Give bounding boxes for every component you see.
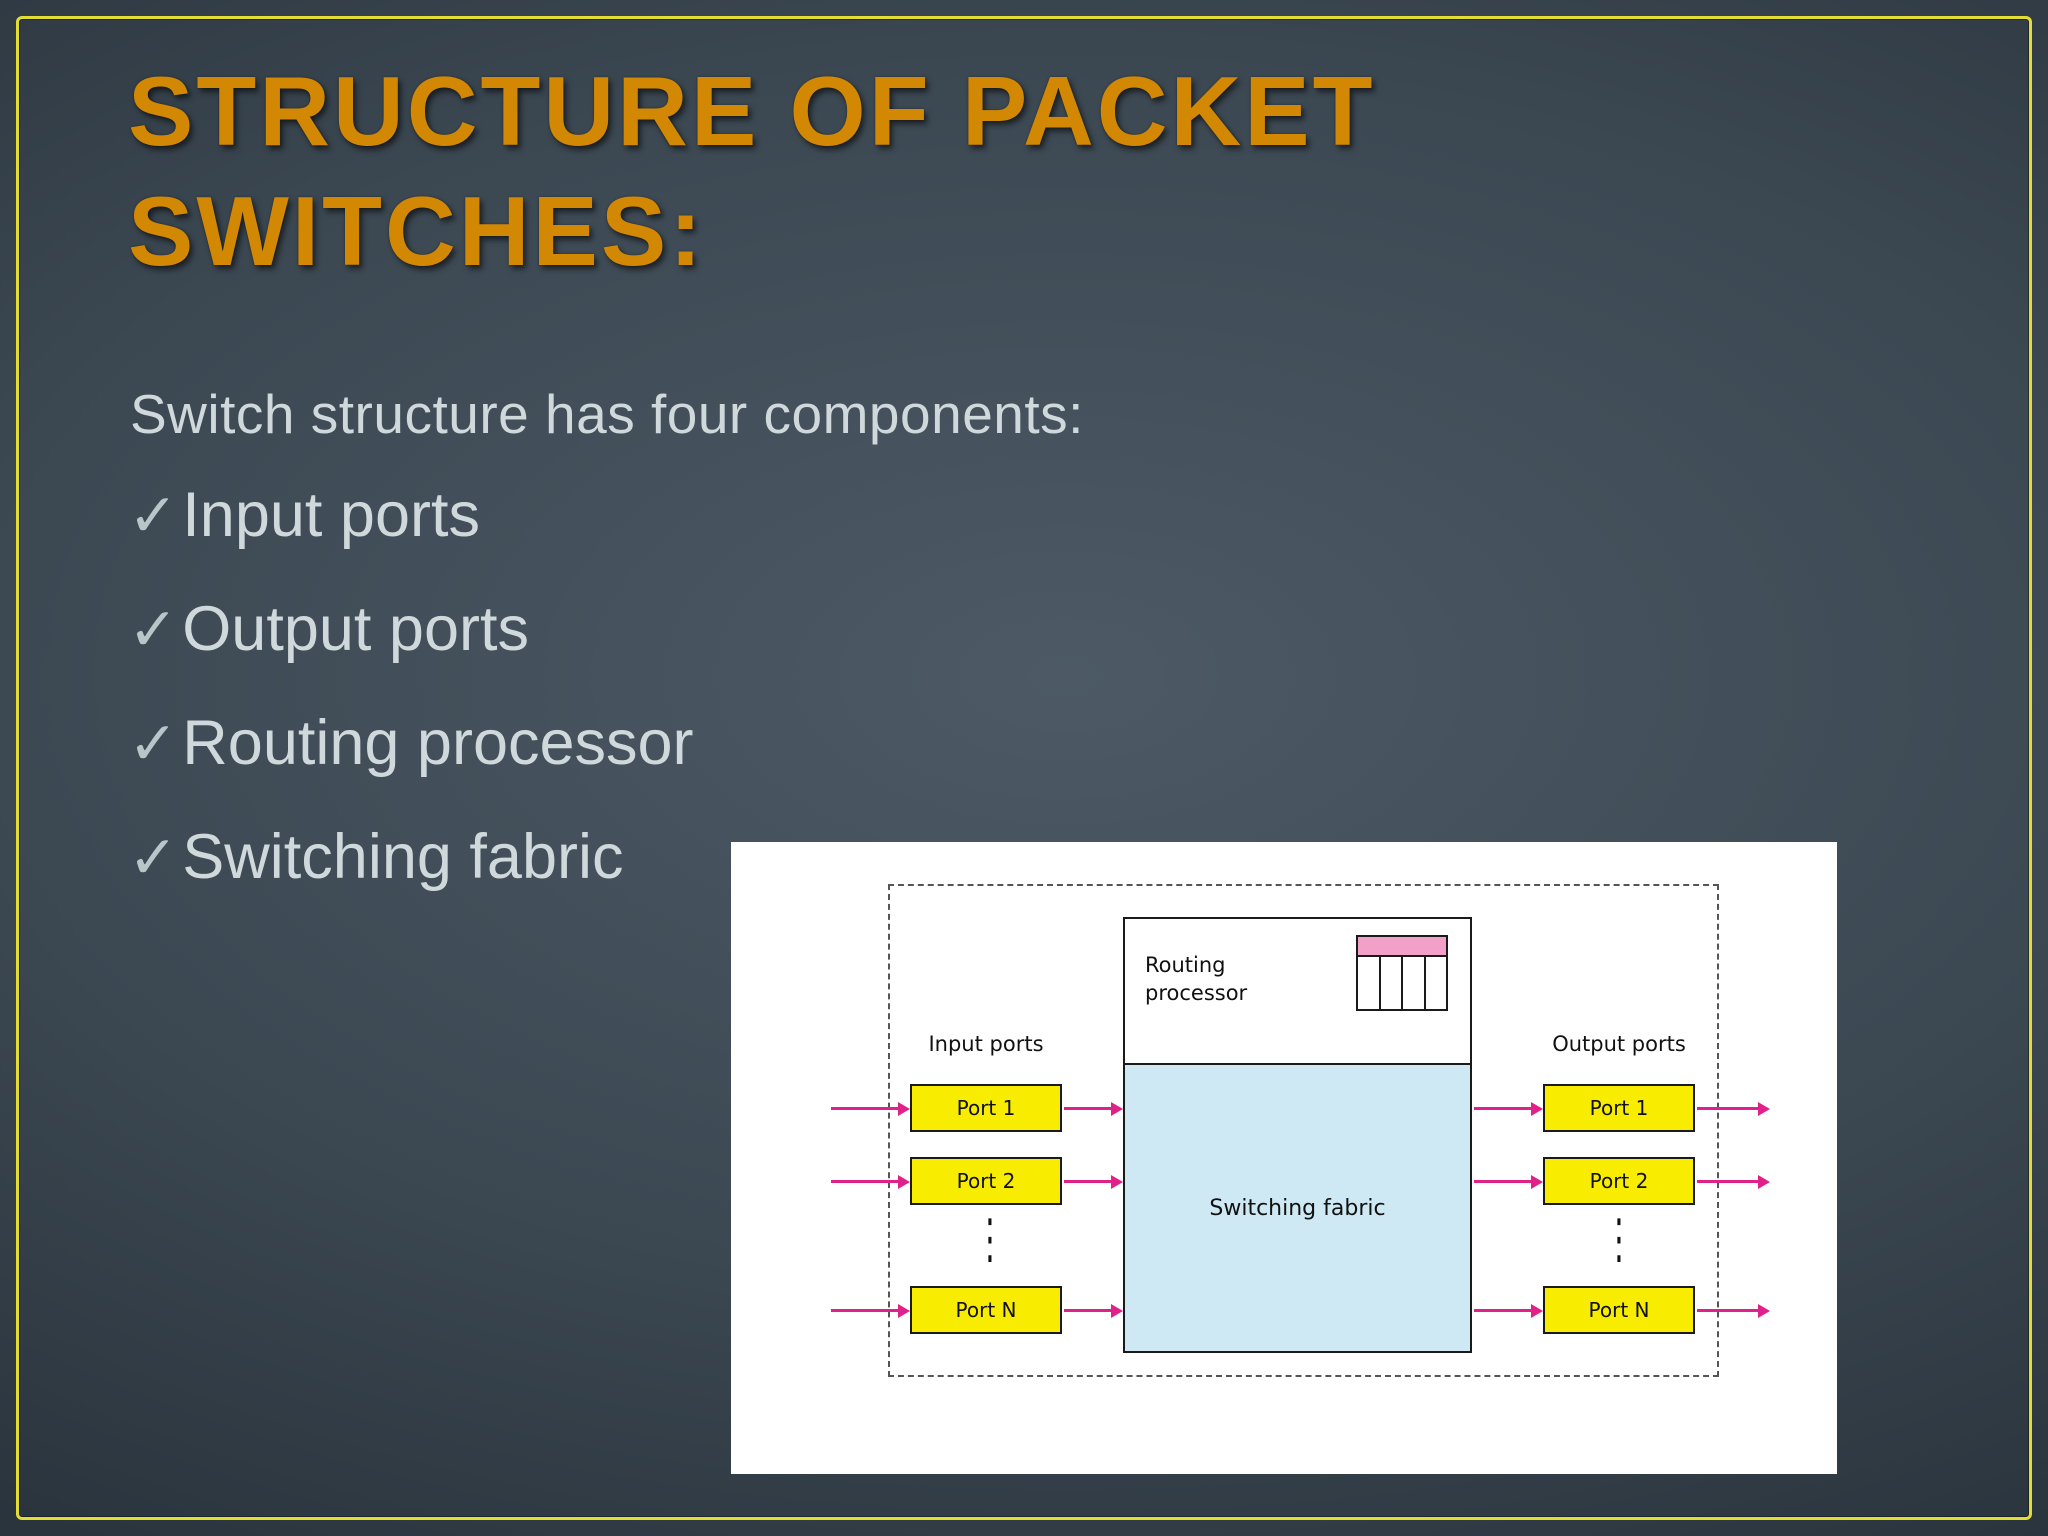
arrow-out-of-output-port-1 bbox=[1697, 1101, 1770, 1116]
routing-table-columns bbox=[1356, 955, 1448, 1011]
bullet-text: Output ports bbox=[182, 594, 529, 664]
packet-switch-diagram: Routing processor Switching fabric Input… bbox=[731, 842, 1837, 1474]
output-ports-label: Output ports bbox=[1552, 1032, 1686, 1056]
arrow-into-input-port-n bbox=[831, 1303, 910, 1318]
arrow-input-port-1-to-fabric bbox=[1064, 1101, 1123, 1116]
bullet-item-switching-fabric: ✓ Switching fabric bbox=[128, 818, 694, 897]
input-port-2-box: Port 2 bbox=[910, 1157, 1062, 1205]
checkmark-icon: ✓ bbox=[128, 596, 179, 663]
arrow-fabric-to-output-port-1 bbox=[1474, 1101, 1543, 1116]
checkmark-icon: ✓ bbox=[128, 824, 179, 891]
arrow-out-of-output-port-2 bbox=[1697, 1174, 1770, 1189]
output-port-2-box: Port 2 bbox=[1543, 1157, 1695, 1205]
arrow-into-input-port-1 bbox=[831, 1101, 910, 1116]
bullet-text: Routing processor bbox=[182, 708, 694, 778]
bullet-item-routing-processor: ✓ Routing processor bbox=[128, 704, 694, 783]
arrow-fabric-to-output-port-n bbox=[1474, 1303, 1543, 1318]
intro-text: Switch structure has four components: bbox=[130, 383, 1084, 445]
switch-boundary-dashed-box bbox=[888, 884, 1719, 1377]
arrow-into-input-port-2 bbox=[831, 1174, 910, 1189]
title-line-2: SWITCHES: bbox=[128, 175, 705, 286]
input-port-n-box: Port N bbox=[910, 1286, 1062, 1334]
input-ports-label: Input ports bbox=[928, 1032, 1044, 1056]
arrow-fabric-to-output-port-2 bbox=[1474, 1174, 1543, 1189]
bullet-item-input-ports: ✓ Input ports bbox=[128, 476, 694, 555]
checkmark-icon: ✓ bbox=[128, 482, 179, 549]
bullet-item-output-ports: ✓ Output ports bbox=[128, 590, 694, 669]
arrow-input-port-2-to-fabric bbox=[1064, 1174, 1123, 1189]
routing-table-icon bbox=[1356, 935, 1448, 1011]
arrow-out-of-output-port-n bbox=[1697, 1303, 1770, 1318]
routing-processor-label: Routing processor bbox=[1145, 953, 1248, 1006]
bullet-list: ✓ Input ports ✓ Output ports ✓ Routing p… bbox=[128, 476, 694, 932]
switching-fabric-box: Switching fabric bbox=[1123, 1063, 1472, 1353]
output-port-1-box: Port 1 bbox=[1543, 1084, 1695, 1132]
output-ports-ellipsis: ⋮ bbox=[1604, 1208, 1634, 1272]
bullet-text: Switching fabric bbox=[182, 822, 624, 892]
routing-table-header bbox=[1356, 935, 1448, 957]
input-ports-ellipsis: ⋮ bbox=[975, 1208, 1005, 1272]
routing-processor-box: Routing processor bbox=[1123, 917, 1472, 1065]
checkmark-icon: ✓ bbox=[128, 710, 179, 777]
arrow-input-port-n-to-fabric bbox=[1064, 1303, 1123, 1318]
slide-title: STRUCTURE OF PACKET SWITCHES: bbox=[128, 52, 1928, 291]
title-line-1: STRUCTURE OF PACKET bbox=[128, 56, 1376, 166]
input-port-1-box: Port 1 bbox=[910, 1084, 1062, 1132]
bullet-text: Input ports bbox=[182, 480, 480, 550]
output-port-n-box: Port N bbox=[1543, 1286, 1695, 1334]
